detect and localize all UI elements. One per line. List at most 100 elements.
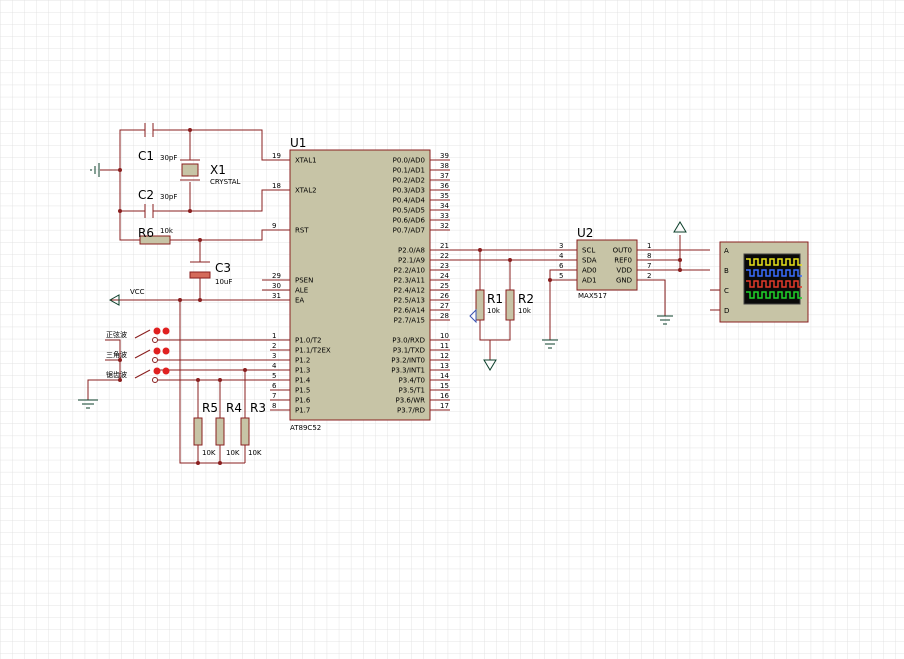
r2-value: 10k xyxy=(518,307,532,315)
u1-right-pin-number: 21 xyxy=(440,242,449,250)
u1-right-pin-number: 36 xyxy=(440,182,449,190)
scope-screen xyxy=(743,253,801,305)
u1-right-pin-number: 24 xyxy=(440,272,449,280)
u1-right-pin-name: P3.6/WR xyxy=(396,397,426,405)
u1-left-pin-name: P1.6 xyxy=(295,397,311,405)
u2-left-pin-number: 4 xyxy=(559,252,564,260)
scope-channel-d: D xyxy=(724,307,729,315)
u1-left-pin-number: 4 xyxy=(272,362,277,370)
u2-ref: U2 xyxy=(577,226,593,240)
u1-right-pin-name: P3.4/T0 xyxy=(399,377,425,385)
r4-value: 10K xyxy=(226,449,240,457)
u1-left-pin-number: 31 xyxy=(272,292,281,300)
u1-right-pin-number: 22 xyxy=(440,252,449,260)
u1-left-pin-name: P1.7 xyxy=(295,407,310,415)
u1-left-pin-name: P1.1/T2EX xyxy=(295,347,331,355)
u1-right-pin-name: P0.6/AD6 xyxy=(393,217,426,225)
u2-left-pin-name: SCL xyxy=(582,247,595,255)
c2-value: 30pF xyxy=(160,193,177,201)
switch-1[interactable] xyxy=(134,327,170,343)
u1-chip[interactable]: U1 AT89C52 19XTAL118XTAL29RST29PSEN30ALE… xyxy=(270,136,450,432)
u1-left-pin-name: P1.3 xyxy=(295,367,310,375)
r1-ref: R1 xyxy=(487,292,503,306)
r1-value: 10k xyxy=(487,307,501,315)
u1-right-pin-name: P3.7/RD xyxy=(397,407,425,415)
oscillator-circuit xyxy=(90,123,278,306)
oscilloscope[interactable]: A B C D xyxy=(719,241,809,323)
u1-right-pin-number: 25 xyxy=(440,282,449,290)
c1-ref: C1 xyxy=(138,149,154,163)
u1-left-pin-name: PSEN xyxy=(295,277,313,285)
switch-circuit xyxy=(78,300,278,465)
scope-channel-c: C xyxy=(724,287,729,295)
u1-left-pin-number: 5 xyxy=(272,372,276,380)
r2-ref: R2 xyxy=(518,292,534,306)
u1-right-pin-number: 11 xyxy=(440,342,449,350)
u2-right-pin-name: OUT0 xyxy=(613,247,632,255)
u2-body xyxy=(576,239,638,291)
u1-ref: U1 xyxy=(290,136,306,150)
u1-left-pin-number: 29 xyxy=(272,272,281,280)
u1-right-pin-name: P3.1/TXD xyxy=(393,347,425,355)
u1-left-pin-name: P1.0/T2 xyxy=(295,337,321,345)
u1-left-pin-number: 3 xyxy=(272,352,276,360)
u2-right-pin-number: 2 xyxy=(647,272,651,280)
u1-right-pin-name: P2.2/A10 xyxy=(394,267,425,275)
u1-left-pin-number: 30 xyxy=(272,282,281,290)
r6-ref: R6 xyxy=(138,226,154,240)
u1-left-pin-number: 18 xyxy=(272,182,281,190)
u2-left-pin-name: SDA xyxy=(582,257,597,265)
u1-right-pin-name: P0.0/AD0 xyxy=(393,157,425,165)
u1-right-pin-number: 37 xyxy=(440,172,449,180)
u1-right-pin-name: P2.1/A9 xyxy=(398,257,425,265)
u2-part: MAX517 xyxy=(578,292,607,300)
i2c-bus xyxy=(442,248,565,371)
u1-right-pin-number: 13 xyxy=(440,362,449,370)
u1-right-pin-name: P3.0/RXD xyxy=(392,337,425,345)
u1-right-pin-name: P2.3/A11 xyxy=(394,277,425,285)
u1-left-pin-name: RST xyxy=(295,227,309,235)
u2-left-pin-name: AD1 xyxy=(582,277,597,285)
u1-right-pin-number: 16 xyxy=(440,392,449,400)
u1-right-pin-name: P3.5/T1 xyxy=(399,387,425,395)
u2-left-pin-number: 3 xyxy=(559,242,563,250)
u2-right-pin-number: 8 xyxy=(647,252,651,260)
c2-ref: C2 xyxy=(138,188,154,202)
scope-trace-d xyxy=(746,291,802,299)
c1-value: 30pF xyxy=(160,154,177,162)
scope-channel-b: B xyxy=(724,267,729,275)
switch-3-label: 锯齿波 xyxy=(106,370,127,379)
u1-right-pin-number: 35 xyxy=(440,192,449,200)
switch-2[interactable] xyxy=(134,347,170,363)
x1-value: CRYSTAL xyxy=(210,178,241,186)
u1-left-pin-number: 9 xyxy=(272,222,276,230)
u1-right-pin-number: 17 xyxy=(440,402,449,410)
u1-part: AT89C52 xyxy=(290,424,321,432)
u1-right-pin-name: P2.7/A15 xyxy=(394,317,425,325)
u1-right-pin-name: P2.4/A12 xyxy=(394,287,425,295)
scope-trace-b xyxy=(746,269,802,277)
switch-3[interactable] xyxy=(134,367,170,383)
u2-right-pin-name: VDD xyxy=(616,267,632,275)
u2-left-pin-number: 5 xyxy=(559,272,563,280)
r5-value: 10K xyxy=(202,449,216,457)
u1-right-pin-number: 12 xyxy=(440,352,449,360)
u1-body xyxy=(289,149,431,421)
u1-left-pin-number: 19 xyxy=(272,152,281,160)
u2-right-pin-number: 1 xyxy=(647,242,651,250)
scope-trace-c xyxy=(746,280,802,288)
u1-right-pin-name: P2.0/A8 xyxy=(398,247,425,255)
u1-right-pin-number: 14 xyxy=(440,372,449,380)
u1-left-pin-name: ALE xyxy=(295,287,308,295)
u1-left-pin-name: XTAL2 xyxy=(295,187,317,195)
u1-right-pin-name: P0.5/AD5 xyxy=(393,207,425,215)
u1-right-pin-number: 28 xyxy=(440,312,449,320)
u1-left-pin-name: P1.5 xyxy=(295,387,310,395)
u1-right-pin-number: 33 xyxy=(440,212,449,220)
u1-left-pin-number: 8 xyxy=(272,402,276,410)
